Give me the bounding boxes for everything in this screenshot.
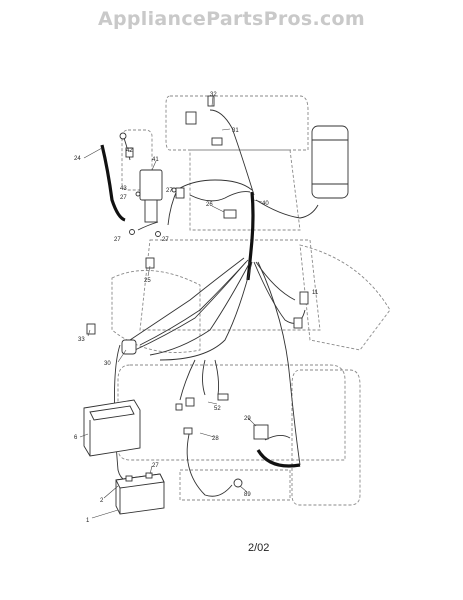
callout-27b: 27 [166, 188, 173, 194]
callout-25: 25 [144, 278, 151, 284]
callout-6: 6 [74, 435, 78, 441]
tractor-outline [111, 95, 391, 506]
main-harness [100, 144, 301, 468]
callout-11: 11 [312, 290, 319, 296]
callout-28: 28 [212, 436, 219, 442]
callout-2: 2 [100, 498, 104, 504]
battery [115, 472, 165, 515]
callout-32: 32 [210, 92, 217, 98]
callout-27d: 27 [162, 237, 169, 243]
callout-40: 40 [262, 201, 269, 207]
callout-33: 33 [78, 337, 85, 343]
callout-27a: 27 [120, 195, 127, 201]
callout-42: 42 [126, 148, 133, 154]
callout-27e: 27 [152, 463, 159, 469]
callout-41: 41 [152, 157, 159, 163]
site-watermark: AppliancePartsPros.com [97, 8, 365, 30]
callout-30: 30 [104, 361, 111, 367]
revision-date: 2/02 [248, 542, 270, 554]
battery-tray [83, 399, 141, 457]
callout-29: 29 [244, 416, 251, 422]
callout-26: 26 [206, 202, 213, 208]
rear-wheel-left [121, 129, 153, 191]
callout-27c: 27 [114, 237, 121, 243]
leader-lines [79, 95, 263, 519]
callout-labels: 1 2 6 11 24 25 26 27 27 27 27 27 28 29 3… [74, 92, 319, 524]
harness-wires [114, 109, 319, 497]
callout-43: 43 [120, 186, 127, 192]
front-wheel [311, 125, 349, 199]
callout-1: 1 [86, 518, 90, 524]
callout-89: 89 [244, 492, 251, 498]
components [86, 95, 309, 488]
callout-24: 24 [74, 156, 81, 162]
callout-31: 31 [232, 128, 239, 134]
callout-52: 52 [214, 406, 221, 412]
